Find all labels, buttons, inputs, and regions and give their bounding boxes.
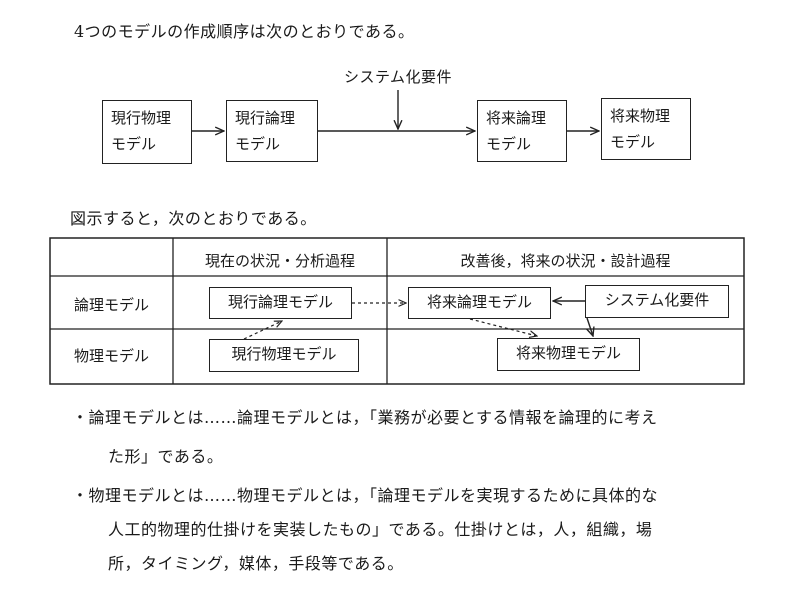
box-current-physical: 現行物理モデル xyxy=(209,339,359,372)
requirement-label: システム化要件 xyxy=(344,68,453,86)
row-label-physical: 物理モデル xyxy=(73,347,149,365)
box-future-logical: 将来論理モデル xyxy=(408,287,551,319)
dashed-arrow-physical-to-logical xyxy=(243,321,282,340)
row-label-logical: 論理モデル xyxy=(73,296,149,314)
flow-box-line2: モデル xyxy=(235,135,281,153)
flow-box-current-logical: 現行論理 モデル xyxy=(226,100,318,162)
intro-text: 4つのモデルの作成順序は次のとおりである。 xyxy=(74,22,415,41)
flow-box-current-physical: 現行物理 モデル xyxy=(102,100,192,164)
flow-box-line1: 現行論理 xyxy=(235,109,296,127)
bullet-physical-line1: ・物理モデルとは……物理モデルとは，「論理モデルを実現するために具体的な xyxy=(72,486,659,505)
flow-box-line2: モデル xyxy=(610,133,656,151)
header-future: 改善後，将来の状況・設計過程 xyxy=(460,252,671,270)
bullet-physical-line3: 所，タイミング，媒体，手段等である。 xyxy=(108,554,404,573)
flow-box-future-logical: 将来論理 モデル xyxy=(477,100,567,162)
flow-box-line1: 現行物理 xyxy=(111,109,172,127)
flow-box-future-physical: 将来物理 モデル xyxy=(601,98,691,160)
bullet-physical-line2: 人工的物理的仕掛けを実装したもの」である。仕掛けとは，人，組織，場 xyxy=(108,520,653,539)
flow-box-line2: モデル xyxy=(111,135,157,153)
flow-box-line2: モデル xyxy=(486,135,532,153)
header-current: 現在の状況・分析過程 xyxy=(204,252,355,270)
dashed-arrow-logical-to-physical xyxy=(469,318,537,336)
bullet-logical-line2: た形」である。 xyxy=(108,447,224,466)
flow-box-line1: 将来論理 xyxy=(486,109,547,127)
arrow-requirement-to-future-physical xyxy=(587,317,593,336)
bullet-logical-line1: ・論理モデルとは……論理モデルとは，「業務が必要とする情報を論理的に考え xyxy=(72,408,658,427)
box-current-logical: 現行論理モデル xyxy=(209,287,352,319)
table-frame xyxy=(49,237,745,385)
box-future-physical: 将来物理モデル xyxy=(497,338,640,371)
box-requirement: システム化要件 xyxy=(585,285,729,318)
flow-box-line1: 将来物理 xyxy=(610,107,671,125)
diagram-intro-text: 図示すると，次のとおりである。 xyxy=(70,209,317,228)
